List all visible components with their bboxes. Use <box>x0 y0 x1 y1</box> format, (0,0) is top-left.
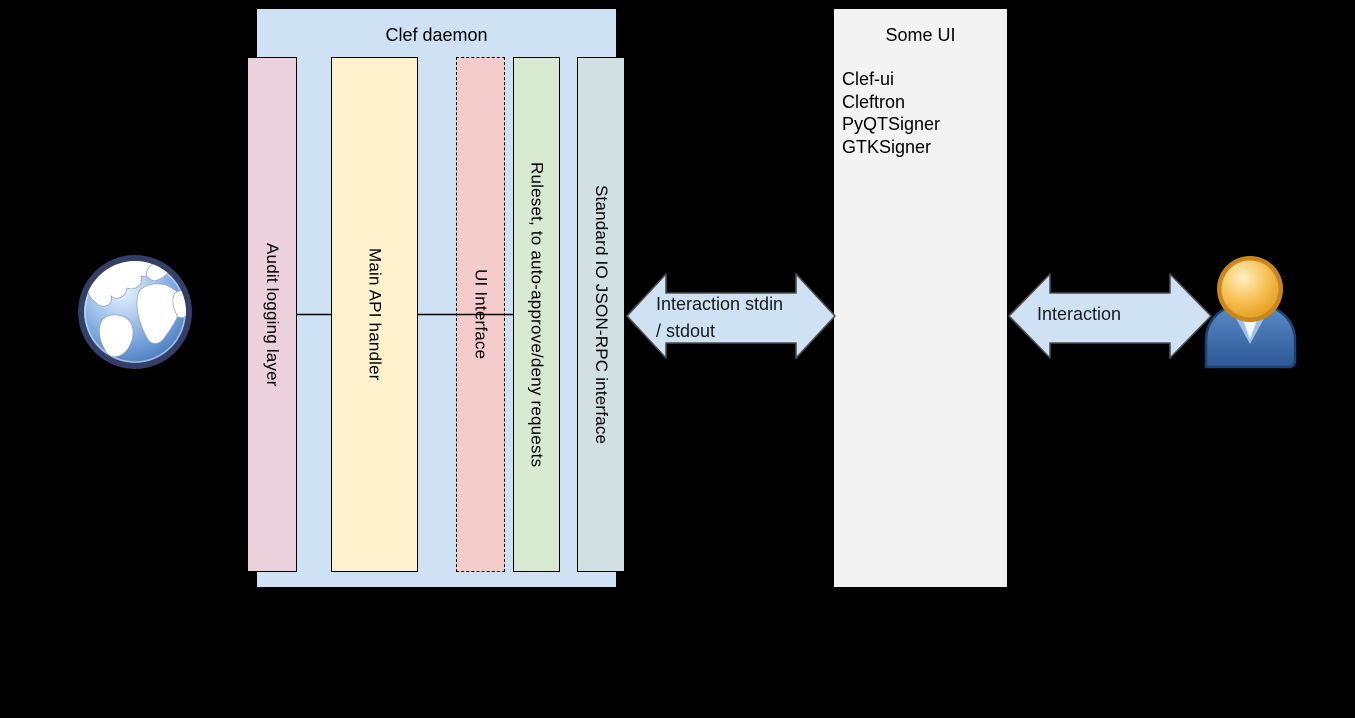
some-ui-item-gtksigner: GTKSigner <box>842 136 932 157</box>
ui-interface-label: UI Interface <box>471 269 491 360</box>
column-ui-interface: UI Interface <box>456 57 505 572</box>
right-arrow-label: Interaction <box>1037 304 1122 324</box>
left-arrow-label-line2: / stdout <box>656 321 716 341</box>
globe-icon <box>78 255 192 369</box>
ruleset-label: Ruleset, to auto-approve/deny requests <box>527 161 547 468</box>
column-audit-logging-layer: Audit logging layer <box>247 57 297 572</box>
user-icon <box>1204 256 1297 369</box>
main-api-handler-label: Main API handler <box>365 248 385 381</box>
column-ruleset: Ruleset, to auto-approve/deny requests <box>513 57 560 572</box>
audit-logging-layer-label: Audit logging layer <box>263 242 282 387</box>
stdio-jsonrpc-label: Standard IO JSON-RPC interface <box>592 184 611 445</box>
column-main-api-handler: Main API handler <box>331 57 418 572</box>
clef-daemon-container: Clef daemon <box>256 8 617 588</box>
some-ui-item-clef-ui: Clef-ui <box>842 69 895 89</box>
some-ui-title: Some UI <box>885 25 956 45</box>
left-arrow-label-line1: Interaction stdin <box>656 294 784 314</box>
some-ui-item-pyqtsigner: PyQTSigner <box>842 114 941 134</box>
some-ui-container: Some UI Clef-ui Cleftron PyQTSigner GTKS… <box>833 8 1008 588</box>
clef-daemon-title: Clef daemon <box>385 25 488 45</box>
left-arrow-label: Interaction stdin / stdout <box>656 291 816 345</box>
some-ui-item-cleftron: Cleftron <box>842 91 906 112</box>
column-stdio-jsonrpc: Standard IO JSON-RPC interface <box>577 57 625 572</box>
some-ui-list: Clef-ui Cleftron PyQTSigner GTKSigner <box>842 68 940 158</box>
